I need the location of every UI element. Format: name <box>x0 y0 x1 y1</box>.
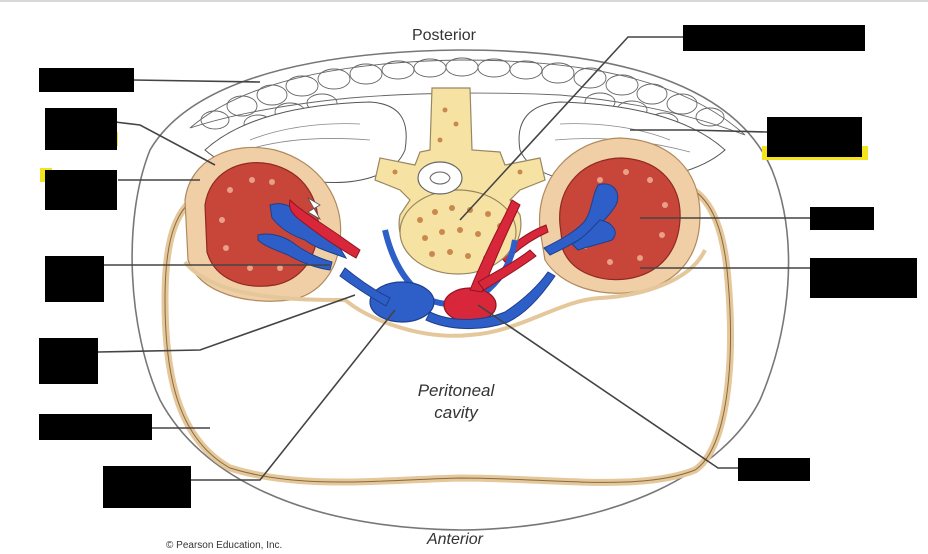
label-box-4[interactable] <box>45 256 104 302</box>
label-box-5[interactable] <box>39 338 98 384</box>
label-box-6[interactable] <box>39 414 152 440</box>
label-box-7[interactable] <box>103 466 191 508</box>
left-kidney <box>184 146 361 302</box>
posterior-fat-layer <box>189 57 746 136</box>
inferior-vena-cava <box>369 281 435 323</box>
peritoneal-label: Peritoneal <box>418 381 496 400</box>
label-box-9[interactable] <box>767 117 862 157</box>
great-vessels <box>339 199 556 329</box>
label-boxes <box>39 25 917 508</box>
parietal-peritoneum <box>183 249 707 338</box>
anterior-label: Anterior <box>426 531 484 548</box>
label-box-1[interactable] <box>39 68 134 92</box>
label-box-3[interactable] <box>45 170 117 210</box>
label-box-8[interactable] <box>683 25 865 51</box>
label-box-12[interactable] <box>738 458 810 481</box>
label-box-2[interactable] <box>45 108 117 150</box>
leader-lines <box>97 36 810 481</box>
label-box-11[interactable] <box>810 258 917 298</box>
label-box-10[interactable] <box>810 207 874 230</box>
posterior-label: Posterior <box>412 27 477 44</box>
cavity-label: cavity <box>434 403 479 422</box>
peritoneum-outline <box>164 187 731 483</box>
spinal-canal <box>417 161 463 195</box>
copyright-text: © Pearson Education, Inc. <box>166 540 282 551</box>
right-kidney-pyramids <box>582 169 668 265</box>
